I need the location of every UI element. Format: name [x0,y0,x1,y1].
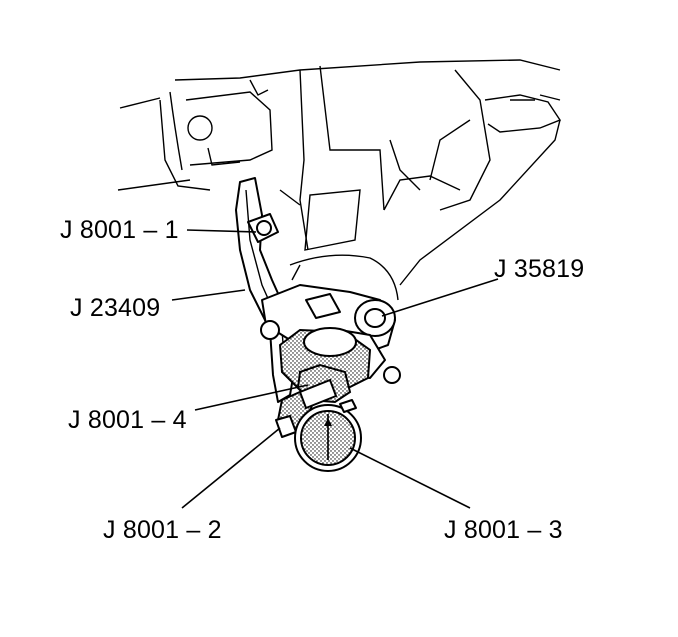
dial-indicator [294,399,362,472]
callout-j8001-3: J 8001 – 3 [444,516,563,544]
callout-j8001-1: J 8001 – 1 [60,216,179,244]
callout-j23409: J 23409 [70,294,161,322]
leader-lines [171,229,499,509]
transmission-housing [117,59,562,301]
callout-j8001-2: J 8001 – 2 [103,516,222,544]
differential-carrier [278,327,372,404]
callout-j8001-4: J 8001 – 4 [68,406,187,434]
callout-j35819: J 35819 [494,255,585,283]
